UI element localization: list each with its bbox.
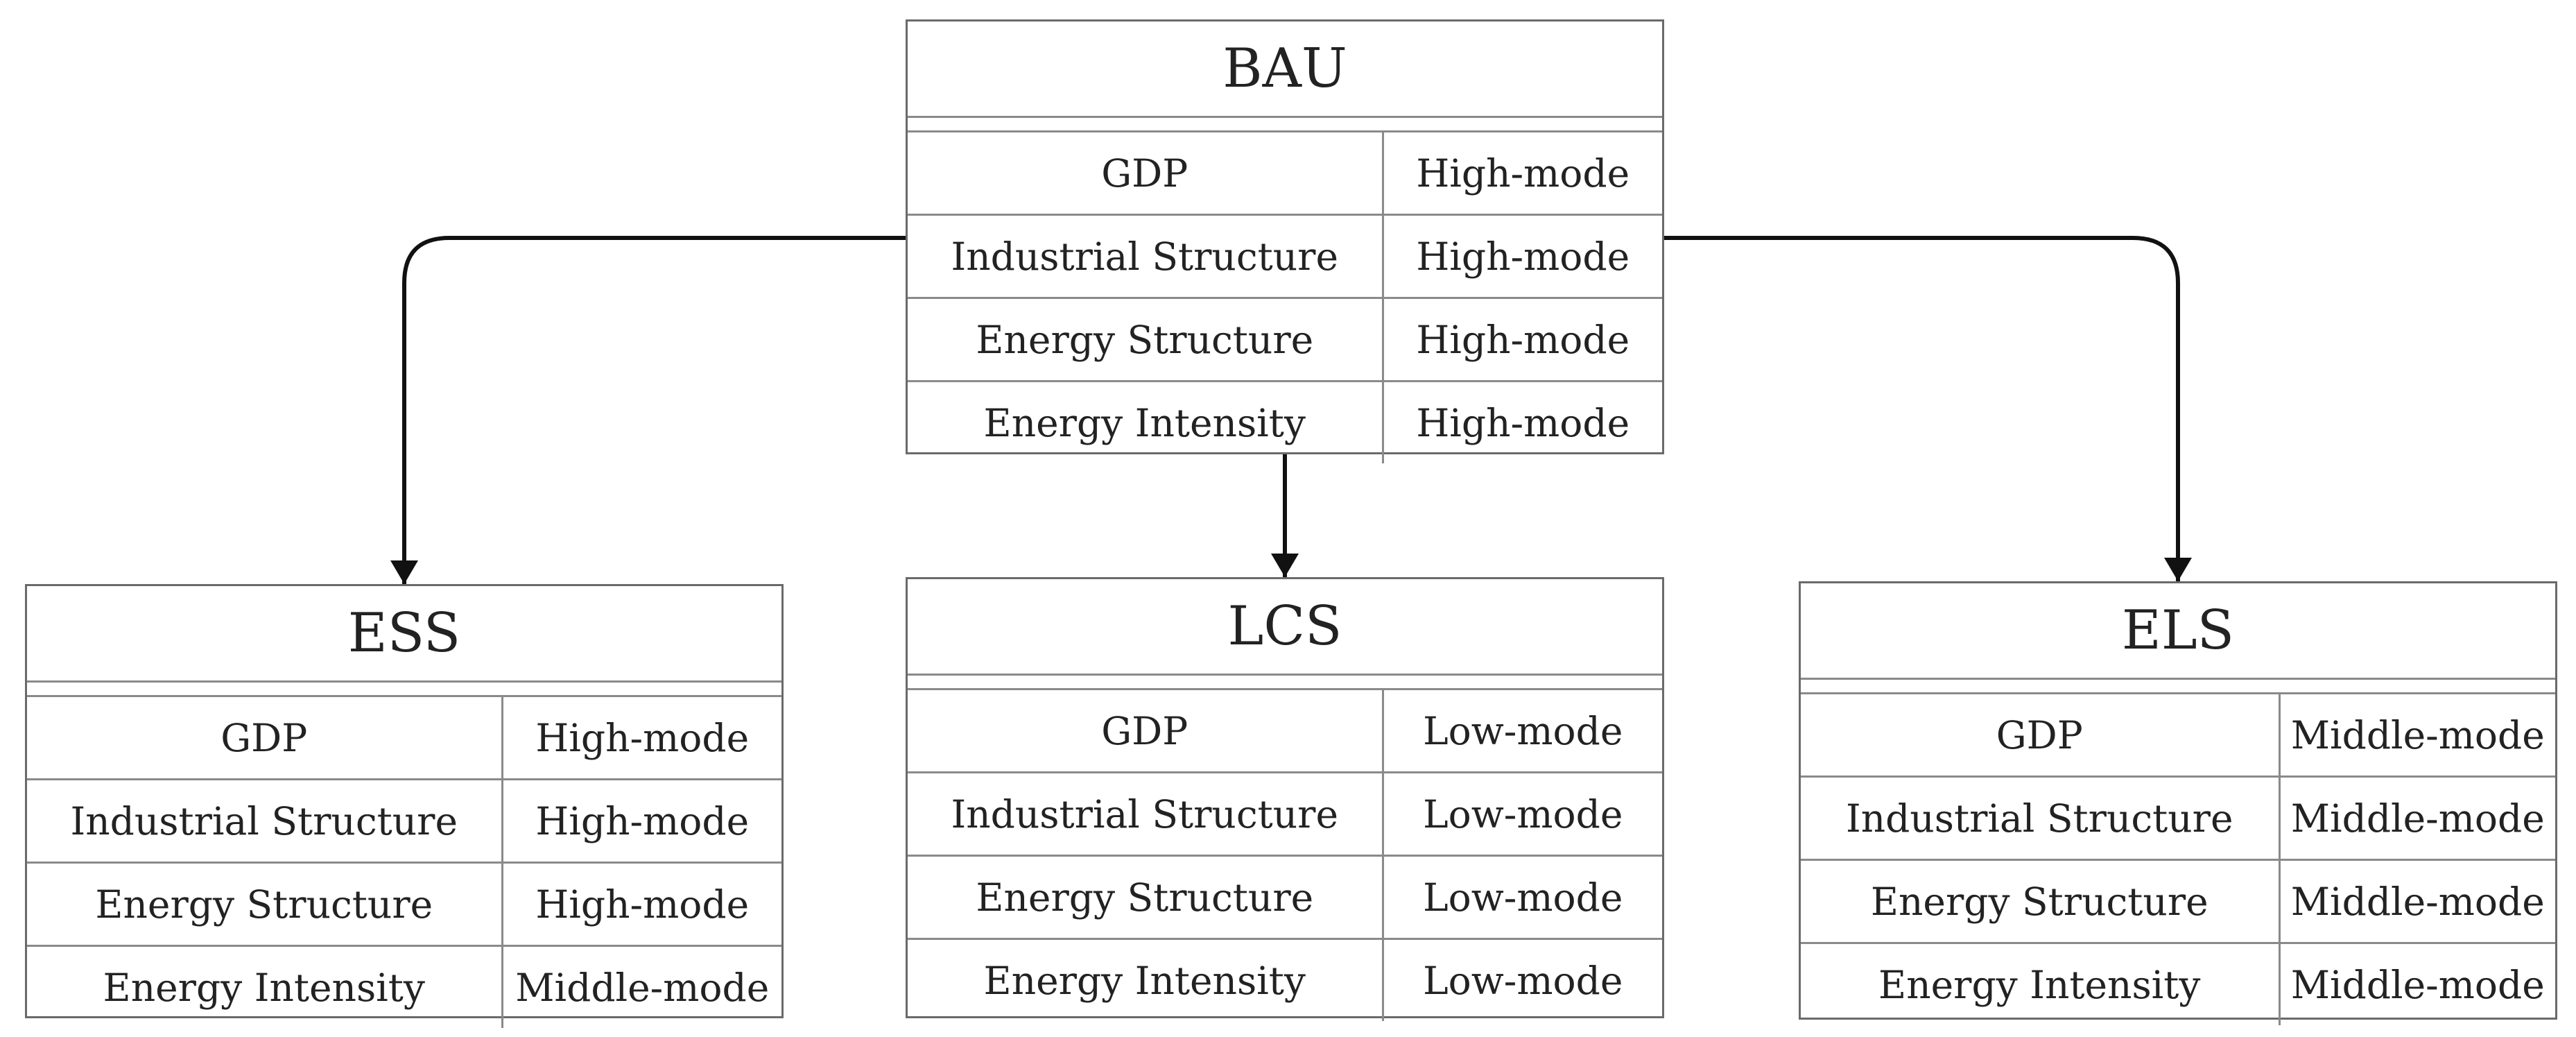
factor-cell: GDP	[221, 715, 308, 760]
mode-cell: High-mode	[1381, 380, 1662, 463]
table-row: Energy Structure High-mode	[908, 297, 1662, 382]
mode-cell: Middle-mode	[2278, 694, 2555, 777]
table-row: GDP Low-mode	[908, 690, 1662, 773]
mode-cell: Low-mode	[1381, 771, 1662, 856]
factor-cell: Industrial Structure	[908, 771, 1383, 856]
table-row: Energy Intensity Low-mode	[908, 938, 1662, 1021]
title-divider	[908, 676, 1662, 690]
table-row: Energy Structure Middle-mode	[1801, 859, 2555, 943]
mode-cell: High-mode	[501, 862, 781, 946]
mode-cell: High-mode	[501, 697, 781, 780]
arrow-bau-to-ess	[402, 236, 906, 584]
factor-cell: Energy Intensity	[27, 945, 502, 1028]
factor-cell: Energy Intensity	[908, 380, 1383, 463]
table-row: GDP High-mode	[908, 132, 1662, 215]
scenario-title: BAU	[908, 22, 1662, 118]
scenario-table: GDP High-mode Industrial Structure High-…	[27, 697, 781, 1028]
scenario-title: ELS	[1801, 583, 2555, 680]
table-row: Energy Intensity Middle-mode	[1801, 942, 2555, 1025]
table-row: Energy Structure High-mode	[27, 862, 781, 946]
mode-cell: Low-mode	[1381, 690, 1662, 773]
factor-cell: Industrial Structure	[27, 778, 502, 863]
mode-cell: High-mode	[1381, 297, 1662, 382]
factor-cell: Energy Structure	[27, 862, 502, 946]
mode-cell: High-mode	[501, 778, 781, 863]
mode-cell: Middle-mode	[501, 945, 781, 1028]
els-scenario-box: ELS GDP Middle-mode Industrial Structure…	[1799, 581, 2557, 1025]
arrowhead-ess	[390, 560, 418, 584]
table-row: GDP Middle-mode	[1801, 694, 2555, 777]
mode-cell: Middle-mode	[2278, 775, 2555, 860]
arrowhead-els	[2164, 558, 2192, 581]
title-divider	[27, 683, 781, 697]
ess-scenario-box: ESS GDP High-mode Industrial Structure H…	[25, 584, 784, 1028]
title-divider	[1801, 680, 2555, 694]
factor-cell: GDP	[1101, 151, 1188, 196]
table-row: Industrial Structure High-mode	[27, 778, 781, 863]
factor-cell: GDP	[1101, 708, 1188, 753]
scenario-title: ESS	[27, 586, 781, 683]
factor-cell: GDP	[1996, 712, 2083, 757]
factor-cell: Energy Intensity	[908, 938, 1383, 1021]
table-row: Industrial Structure Low-mode	[908, 771, 1662, 856]
title-divider	[908, 118, 1662, 132]
arrowhead-lcs	[1271, 554, 1299, 577]
factor-cell: Industrial Structure	[908, 214, 1383, 298]
scenario-table: GDP Low-mode Industrial Structure Low-mo…	[908, 690, 1662, 1021]
factor-cell: Energy Intensity	[1801, 942, 2279, 1025]
factor-cell: Energy Structure	[908, 855, 1383, 939]
factor-cell: Energy Structure	[908, 297, 1383, 382]
factor-cell: Energy Structure	[1801, 859, 2279, 943]
mode-cell: Middle-mode	[2278, 859, 2555, 943]
factor-cell: Industrial Structure	[1801, 775, 2279, 860]
table-row: Energy Structure Low-mode	[908, 855, 1662, 939]
mode-cell: Low-mode	[1381, 855, 1662, 939]
mode-cell: High-mode	[1381, 214, 1662, 298]
table-row: Energy Intensity Middle-mode	[27, 945, 781, 1028]
lcs-scenario-box: LCS GDP Low-mode Industrial Structure Lo…	[906, 577, 1664, 1021]
mode-cell: Low-mode	[1381, 938, 1662, 1021]
mode-cell: High-mode	[1381, 132, 1662, 215]
scenario-table: GDP High-mode Industrial Structure High-…	[908, 132, 1662, 463]
table-row: Industrial Structure Middle-mode	[1801, 775, 2555, 860]
arrow-bau-to-els	[1664, 236, 2180, 581]
table-row: Industrial Structure High-mode	[908, 214, 1662, 298]
scenario-title: LCS	[908, 579, 1662, 676]
mode-cell: Middle-mode	[2278, 942, 2555, 1025]
scenario-table: GDP Middle-mode Industrial Structure Mid…	[1801, 694, 2555, 1025]
table-row: GDP High-mode	[27, 697, 781, 780]
bau-scenario-box: BAU GDP High-mode Industrial Structure H…	[906, 19, 1664, 463]
table-row: Energy Intensity High-mode	[908, 380, 1662, 463]
